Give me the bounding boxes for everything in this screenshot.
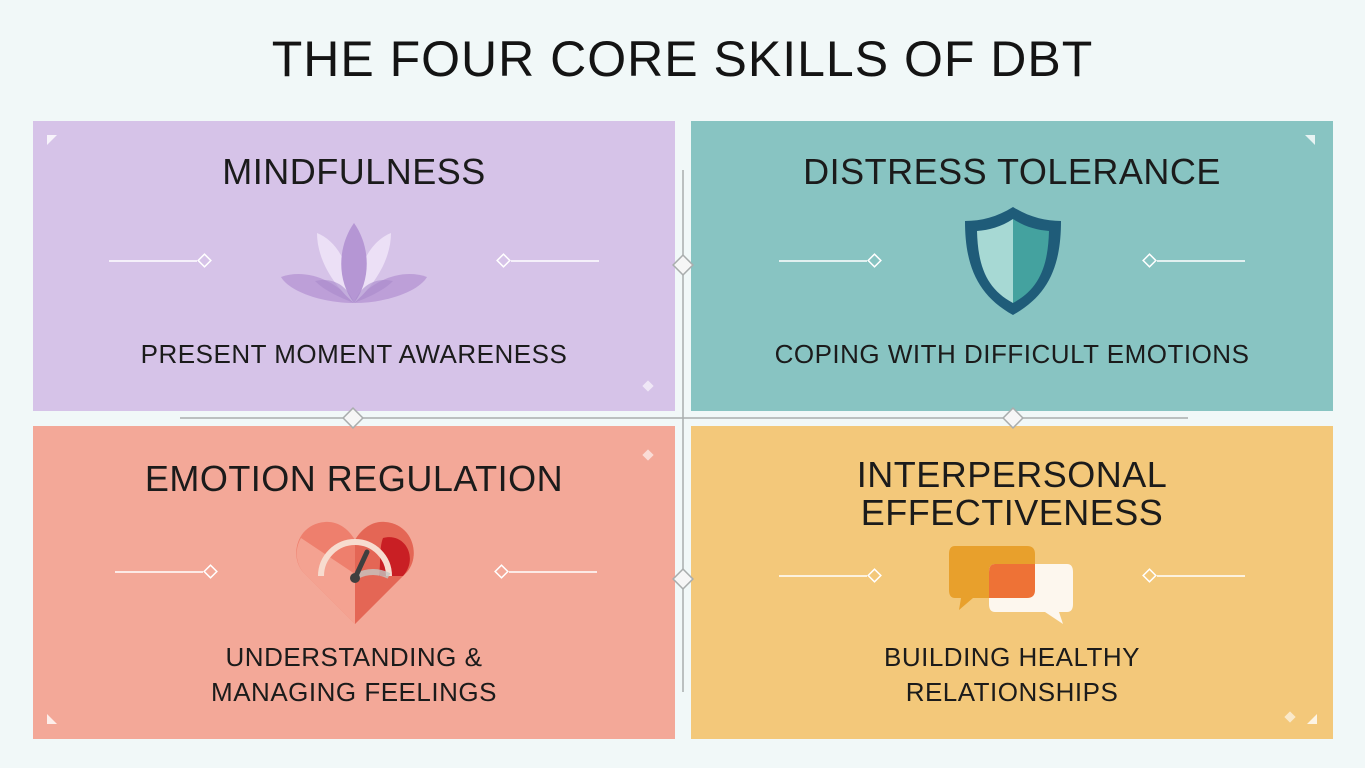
corner-mark [642,380,654,392]
panel-title: MINDFULNESS [222,151,486,192]
corner-mark [1307,714,1317,724]
divider-ornament [779,568,882,583]
divider-ornament [496,253,599,268]
heart-gauge-icon [296,521,414,624]
panel-subtitle: PRESENT MOMENT AWARENESS [140,339,568,369]
corner-mark [47,135,57,145]
panel-mindfulness: MINDFULNESS PRESENT MOMENT AWARENESS [33,121,675,411]
corner-mark [1284,711,1296,723]
page-title: THE FOUR CORE SKILLS OF DBT [271,31,1094,87]
speech-bubbles-icon [949,546,1073,624]
panel-subtitle-line1: UNDERSTANDING & [225,642,483,672]
panel-subtitle: COPING WITH DIFFICULT EMOTIONS [774,339,1250,369]
lotus-icon [281,223,427,303]
panel-title: DISTRESS TOLERANCE [803,151,1221,192]
corner-mark [47,714,57,724]
panel-title-line1: INTERPERSONAL [856,454,1168,495]
divider-ornament [1142,568,1245,583]
panel-title: EMOTION REGULATION [144,458,564,499]
panel-subtitle-line2: RELATIONSHIPS [905,677,1119,707]
panel-subtitle-line1: BUILDING HEALTHY [883,642,1140,672]
corner-mark [642,449,654,461]
shield-icon [965,207,1061,315]
divider-ornament [115,564,218,579]
panel-distress-tolerance: DISTRESS TOLERANCE COPING WITH DIFFICULT… [691,121,1333,411]
panel-subtitle-line2: MANAGING FEELINGS [211,677,497,707]
divider-ornament [779,253,882,268]
panel-emotion-regulation: EMOTION REGULATION UNDERSTANDING & MANAG… [33,426,675,739]
corner-mark [1305,135,1315,145]
divider-ornament [1142,253,1245,268]
divider-ornament [109,253,212,268]
divider-ornament [494,564,597,579]
panel-title-line2: EFFECTIVENESS [860,492,1164,533]
panel-interpersonal-effectiveness: INTERPERSONAL EFFECTIVENESS BUILDING HEA… [691,426,1333,739]
